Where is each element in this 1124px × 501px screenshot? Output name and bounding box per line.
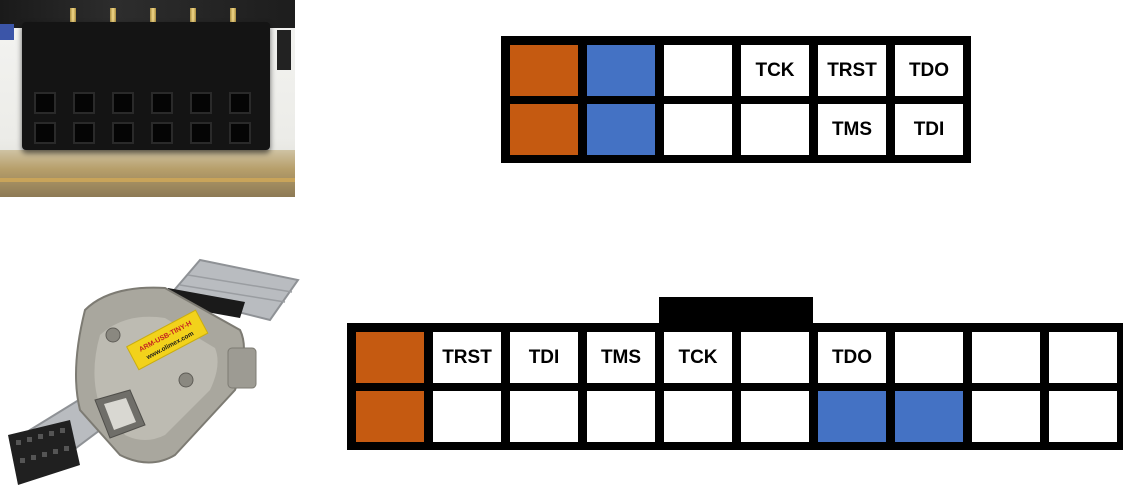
bottom-connector-pin-r2-c4 [587, 391, 655, 442]
bottom-connector-pin-r1-c3: TDI [510, 332, 578, 383]
top-connector-pin-r1-c4: TCK [741, 45, 809, 96]
header-pin [230, 8, 236, 26]
bottom-connector-pin-r1-c7: TDO [818, 332, 886, 383]
header-socket [34, 92, 56, 114]
jtag-adapter-photo: ARM-USB-TINY-H www.olimex.com [0, 240, 300, 501]
header-socket [229, 122, 251, 144]
bottom-connector-pin-r1-c2: TRST [433, 332, 501, 383]
top-connector-pin-r2-c5: TMS [818, 104, 886, 155]
header-socket [73, 122, 95, 144]
bottom-connector-pin-r1-c9 [972, 332, 1040, 383]
top-connector-pin-r2-c4 [741, 104, 809, 155]
header-socket [112, 92, 134, 114]
top-connector-pin-r1-c3 [664, 45, 732, 96]
screw-icon [178, 372, 194, 388]
top-connector-pin-r1-c5: TRST [818, 45, 886, 96]
bottom-connector-pin-r1-c5: TCK [664, 332, 732, 383]
adapter-side-tab [227, 347, 257, 389]
bottom-connector-pin-r2-c8 [895, 391, 963, 442]
header-socket [229, 92, 251, 114]
bottom-connector-pin-r2-c3 [510, 391, 578, 442]
header-socket [151, 122, 173, 144]
ribbon-stripe [179, 284, 286, 303]
header-socket [112, 122, 134, 144]
connector-key-notch [659, 297, 813, 327]
bottom-connector-pin-r2-c6 [741, 391, 809, 442]
jtag-adapter-drawing: ARM-USB-TINY-H www.olimex.com [8, 258, 300, 485]
female-header [22, 22, 270, 150]
bottom-connector-pin-r1-c4: TMS [587, 332, 655, 383]
header-socket [34, 122, 56, 144]
bottom-connector-pin-r2-c7 [818, 391, 886, 442]
bottom-connector-pin-r1-c1 [356, 332, 424, 383]
header-socket [190, 122, 212, 144]
header-pin [110, 8, 116, 26]
top-connector-pin-r2-c2 [587, 104, 655, 155]
header-pin [150, 8, 156, 26]
top-connector-pin-r1-c2 [587, 45, 655, 96]
bottom-connector-pin-r2-c5 [664, 391, 732, 442]
bottom-connector-pin-r2-c2 [433, 391, 501, 442]
header-pin [70, 8, 76, 26]
header-socket [190, 92, 212, 114]
usb-port-inner [104, 398, 136, 430]
bottom-connector-pin-r1-c6 [741, 332, 809, 383]
idc-connector-pins [16, 428, 69, 463]
pcb-trace [0, 178, 295, 182]
bottom-connector-pin-r1-c8 [895, 332, 963, 383]
ribbon-stripe [187, 274, 293, 293]
top-connector-pin-r2-c3 [664, 104, 732, 155]
pcb-component [277, 30, 291, 70]
bottom-connector-pin-r1-c10 [1049, 332, 1117, 383]
header-socket [151, 92, 173, 114]
top-connector-pin-r1-c1 [510, 45, 578, 96]
screw-icon [105, 327, 121, 343]
header-pin [190, 8, 196, 26]
bottom-connector-pin-r2-c10 [1049, 391, 1117, 442]
top-connector-pin-r2-c6: TDI [895, 104, 963, 155]
bottom-connector-pin-r2-c1 [356, 391, 424, 442]
header-socket [73, 92, 95, 114]
pcb-blue-part [0, 24, 14, 40]
top-connector-pin-r2-c1 [510, 104, 578, 155]
pcb-header-photo [0, 0, 295, 197]
top-connector-pin-r1-c6: TDO [895, 45, 963, 96]
idc-connector-top [162, 288, 245, 318]
bottom-connector-pin-r2-c9 [972, 391, 1040, 442]
pcb-edge [0, 150, 295, 197]
